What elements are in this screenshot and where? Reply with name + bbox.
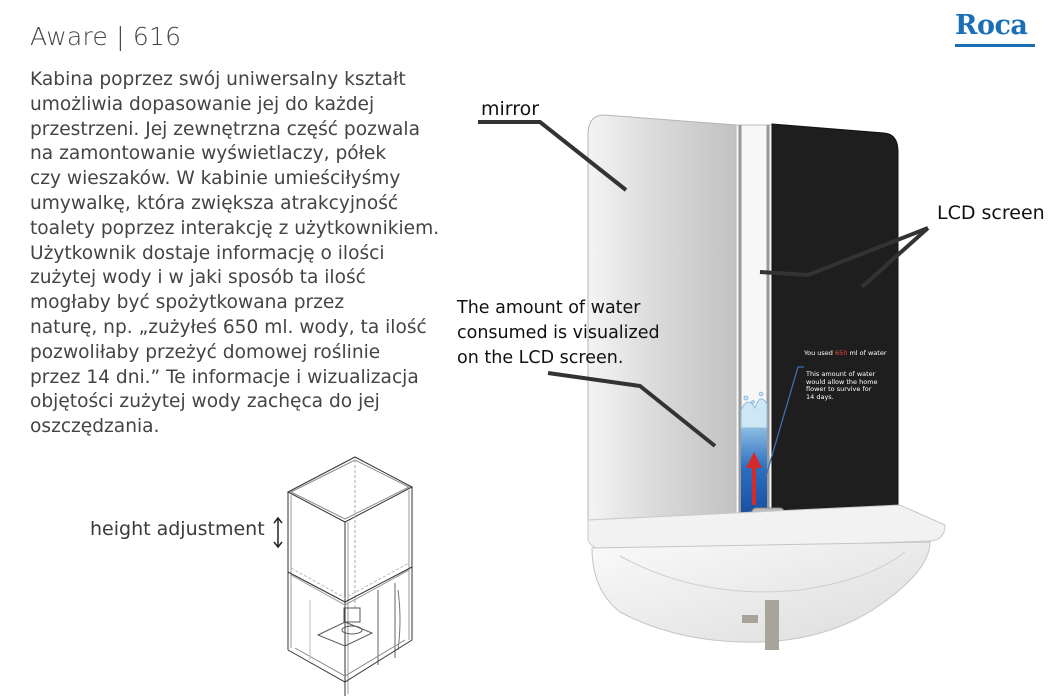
mirror-callout: mirror — [481, 98, 540, 120]
basin — [591, 541, 931, 643]
page-title: Aware | 616 — [30, 22, 182, 51]
callout-line: on the LCD screen. — [457, 348, 624, 368]
description-line: toalety poprzez interakcję z użytkowniki… — [30, 217, 440, 239]
description-line: Użytkownik dostaje informację o ilości — [30, 242, 385, 264]
shelf — [587, 504, 946, 553]
description-paragraph: Kabina poprzez swój uniwersalny kształt … — [30, 68, 470, 440]
lcd-info-text: This amount of water would allow the hom… — [806, 370, 878, 401]
description-line: umożliwia dopasowanie jej do każdej — [30, 93, 375, 115]
description-line: naturę, np. „zużyłeś 650 ml. wody, ta il… — [30, 316, 427, 338]
lcd-used-suffix: ml of water — [847, 349, 887, 357]
description-line: umywalkę, która zwiększa atrakcyjność — [30, 192, 399, 214]
height-adjustment-label: height adjustment — [90, 518, 265, 540]
cabin-wireframe — [286, 456, 414, 696]
callout-line: consumed is visualized — [457, 323, 660, 343]
lcd-screen — [771, 123, 899, 526]
up-arrow-icon — [746, 452, 762, 505]
description-line: oszczędzania. — [30, 416, 160, 438]
callout-line: The amount of water — [457, 298, 641, 318]
lcd-used-prefix: You used — [804, 349, 835, 357]
description-line: Kabina poprzez swój uniwersalny kształt — [30, 69, 406, 90]
roca-logo: Roca — [955, 10, 1028, 41]
water-amount-callout: The amount of water consumed is visualiz… — [457, 296, 660, 371]
lcd-used-text: You used 650 ml of water — [804, 349, 887, 358]
lcd-screen-callout: LCD screen — [937, 202, 1045, 224]
roca-logo-underline — [955, 44, 1035, 47]
description-line: mogłaby być spożytkowana przez — [30, 292, 345, 314]
lcd-info-line: This amount of water — [806, 370, 876, 378]
down-arrow-icon — [774, 523, 782, 548]
height-adjust-arrow-icon — [273, 516, 283, 549]
glass-slit — [735, 124, 773, 546]
description-line: pozwoliłaby przeżyć domowej roślinie — [30, 341, 381, 363]
description-line: objętości zużytej wody zachęca do jej — [30, 391, 380, 413]
lcd-info-line: would allow the home — [806, 377, 878, 386]
drain-pipe — [765, 600, 779, 650]
water-column — [741, 420, 767, 538]
description-line: przestrzeni. Jej zewnętrzna część pozwal… — [30, 118, 420, 140]
description-line: zużytej wody i w jaki sposób ta ilość — [30, 267, 366, 289]
lcd-used-amount: 650 — [834, 349, 848, 357]
faucet — [751, 507, 785, 520]
lcd-info-line: 14 days. — [806, 392, 834, 401]
water-splash-icon — [740, 391, 768, 429]
description-line: na zamontowanie wyświetlaczy, półek — [30, 143, 387, 165]
description-line: czy wieszaków. W kabinie umieściłyśmy — [30, 168, 401, 190]
description-line: przez 14 dni.” Te informacje i wizualiza… — [30, 366, 419, 388]
lcd-info-line: flower to survive for — [806, 385, 872, 393]
